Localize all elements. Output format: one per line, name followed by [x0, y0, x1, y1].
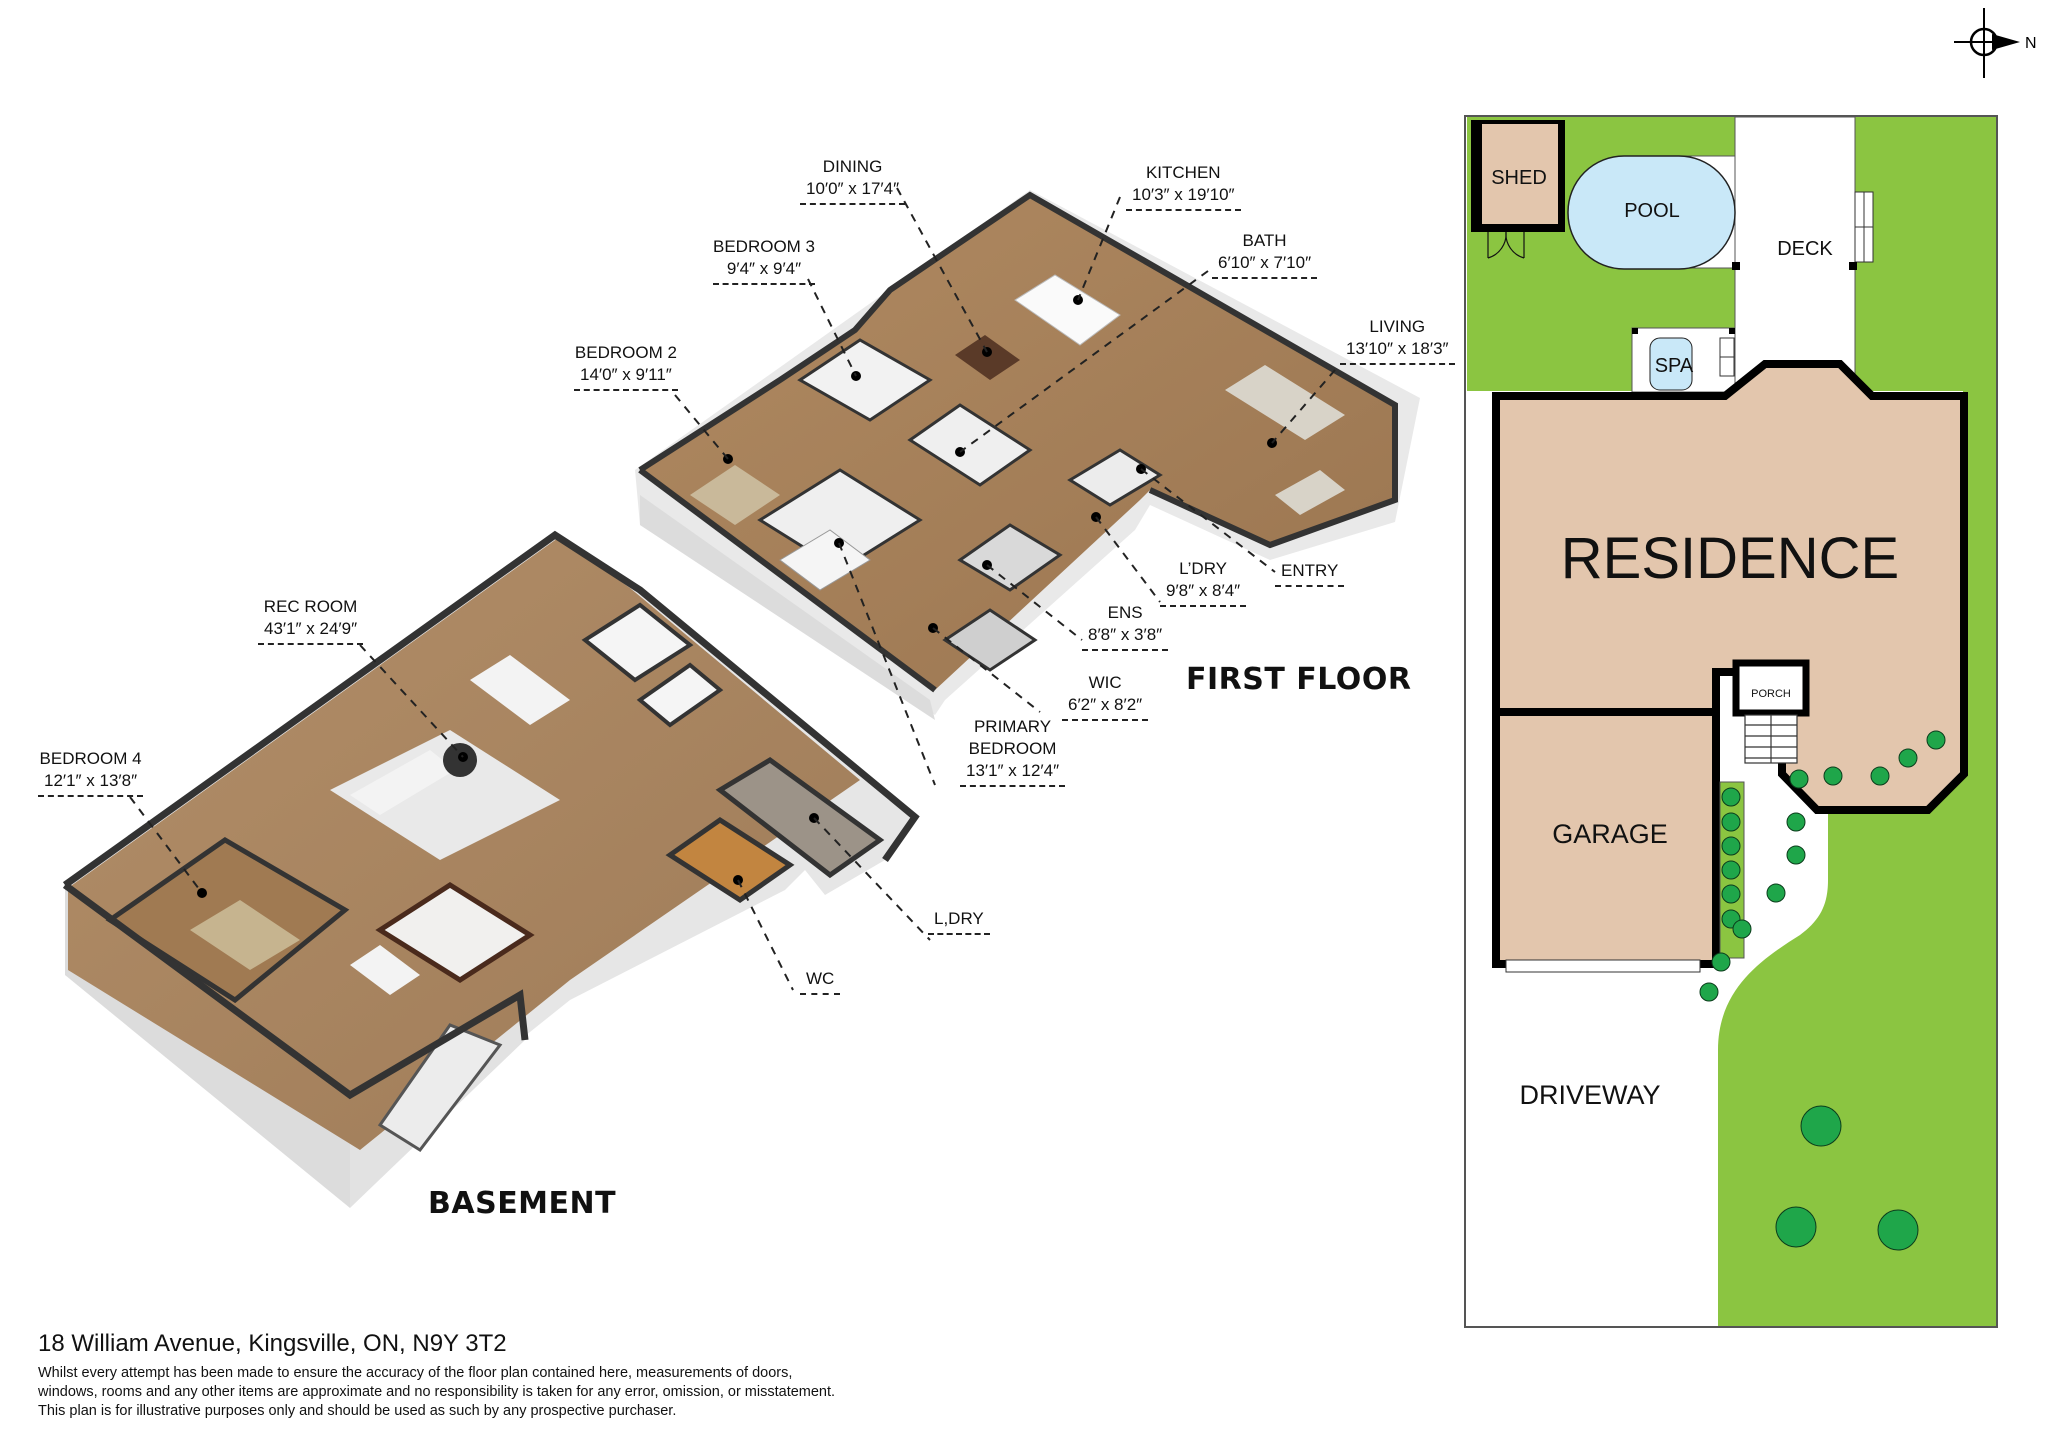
room-label-laundry: L’DRY 9′8″ x 8′4″ [1160, 558, 1247, 607]
disclaimer: Whilst every attempt has been made to en… [38, 1365, 836, 1419]
shed-label: SHED [1491, 167, 1547, 189]
porch-label: PORCH [1751, 688, 1791, 700]
garage [1492, 708, 1720, 968]
shed [1482, 124, 1558, 228]
room-label-primary-bedroom: PRIMARY BEDROOM 13′1″ x 12′4″ [960, 716, 1066, 787]
first-floor-title: FIRST FLOOR [1186, 662, 1412, 697]
room-label-wc: WC [800, 968, 841, 995]
room-label-bedroom-2: BEDROOM 2 14′0″ x 9′11″ [574, 342, 678, 391]
room-label-dining: DINING 10′0″ x 17′4″ [800, 156, 906, 205]
room-label-bedroom-4: BEDROOM 4 12′1″ x 13′8″ [38, 748, 144, 797]
room-label-bath: BATH 6′10″ x 7′10″ [1212, 230, 1318, 279]
residence-label: RESIDENCE [1561, 526, 1899, 591]
garage-label: GARAGE [1552, 819, 1668, 849]
north-arrow-icon: N [1954, 8, 2037, 78]
spa [1649, 337, 1693, 391]
basement-shell [62, 530, 920, 1208]
driveway-label: DRIVEWAY [1519, 1080, 1660, 1110]
spa-label: SPA [1655, 355, 1694, 377]
room-label-entry: ENTRY [1275, 560, 1345, 587]
room-label-bedroom-3: BEDROOM 3 9′4″ x 9′4″ [713, 236, 816, 285]
first-floor-leader-lines [674, 187, 1336, 786]
room-label-basement-laundry: L,DRY [928, 908, 990, 935]
room-label-wic: WIC 6′2″ x 8′2″ [1062, 672, 1149, 721]
deck [1734, 116, 1856, 393]
deck-label: DECK [1777, 238, 1833, 260]
residence [1492, 360, 1968, 814]
pool [1567, 155, 1736, 270]
room-label-ensuite: ENS 8′8″ x 3′8″ [1082, 602, 1169, 651]
property-address: 18 William Avenue, Kingsville, ON, N9Y 3… [38, 1330, 507, 1357]
basement-leader-lines [129, 644, 931, 991]
first-floor-shell [635, 190, 1420, 720]
room-label-kitchen: KITCHEN 10′3″ x 19′10″ [1126, 162, 1241, 211]
shrubs [1699, 730, 1946, 1251]
north-label: N [2025, 35, 2037, 52]
pool-label: POOL [1624, 200, 1680, 222]
room-label-living: LIVING 13′10″ x 18′3″ [1340, 316, 1455, 365]
basement-title: BASEMENT [428, 1186, 617, 1221]
room-label-rec-room: REC ROOM 43′1″ x 24′9″ [258, 596, 364, 645]
